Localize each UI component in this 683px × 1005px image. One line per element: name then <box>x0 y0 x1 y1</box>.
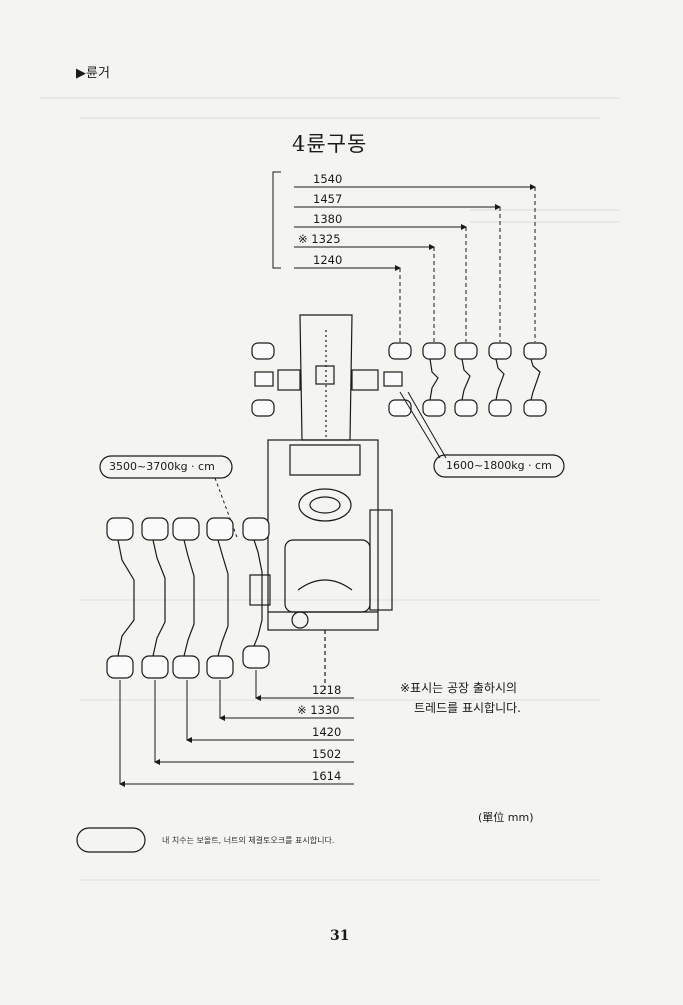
rear-dim-label: 1420 <box>312 725 342 739</box>
front-wheel-set <box>251 342 412 417</box>
factory-tread-note: ※표시는 공장 출하시의 트레드를 표시합니다. <box>400 678 570 718</box>
front-dim-label: ※ 1325 <box>298 232 341 246</box>
rear-dim-label: 1614 <box>312 769 342 783</box>
rear-dim-label: 1502 <box>312 747 342 761</box>
front-torque-label: 1600~1800kg · cm <box>446 459 552 472</box>
front-torque-box <box>433 454 565 478</box>
unit-label: (單位 mm) <box>478 811 534 824</box>
note-line: ※표시는 공장 출하시의 <box>400 681 518 695</box>
front-dimension-lines <box>272 171 536 342</box>
diagram-title: 4륜구동 <box>292 132 368 156</box>
page-number: 31 <box>330 928 350 944</box>
front-dim-label: 1540 <box>313 172 343 186</box>
front-rim-profiles <box>422 342 547 417</box>
tractor-body <box>249 314 393 690</box>
rear-torque-box <box>99 455 233 479</box>
rear-torque-label: 3500~3700kg · cm <box>109 460 215 473</box>
legend-symbol <box>76 827 146 853</box>
front-dim-label: 1240 <box>313 253 343 267</box>
rear-dim-label: 1218 <box>312 683 342 697</box>
rear-dimension-lines <box>119 670 354 787</box>
rear-dim-label: ※ 1330 <box>297 703 340 717</box>
legend-text: 내 치수는 보올트, 너트의 체결토오크를 표시합니다. <box>162 836 335 845</box>
section-header: ▶륜거 <box>76 66 110 81</box>
torque-leaders <box>214 391 447 541</box>
front-dim-label: 1380 <box>313 212 343 226</box>
rear-rim-profiles <box>106 517 270 679</box>
front-dim-label: 1457 <box>313 192 343 206</box>
note-line: 트레드를 표시합니다. <box>414 701 521 715</box>
